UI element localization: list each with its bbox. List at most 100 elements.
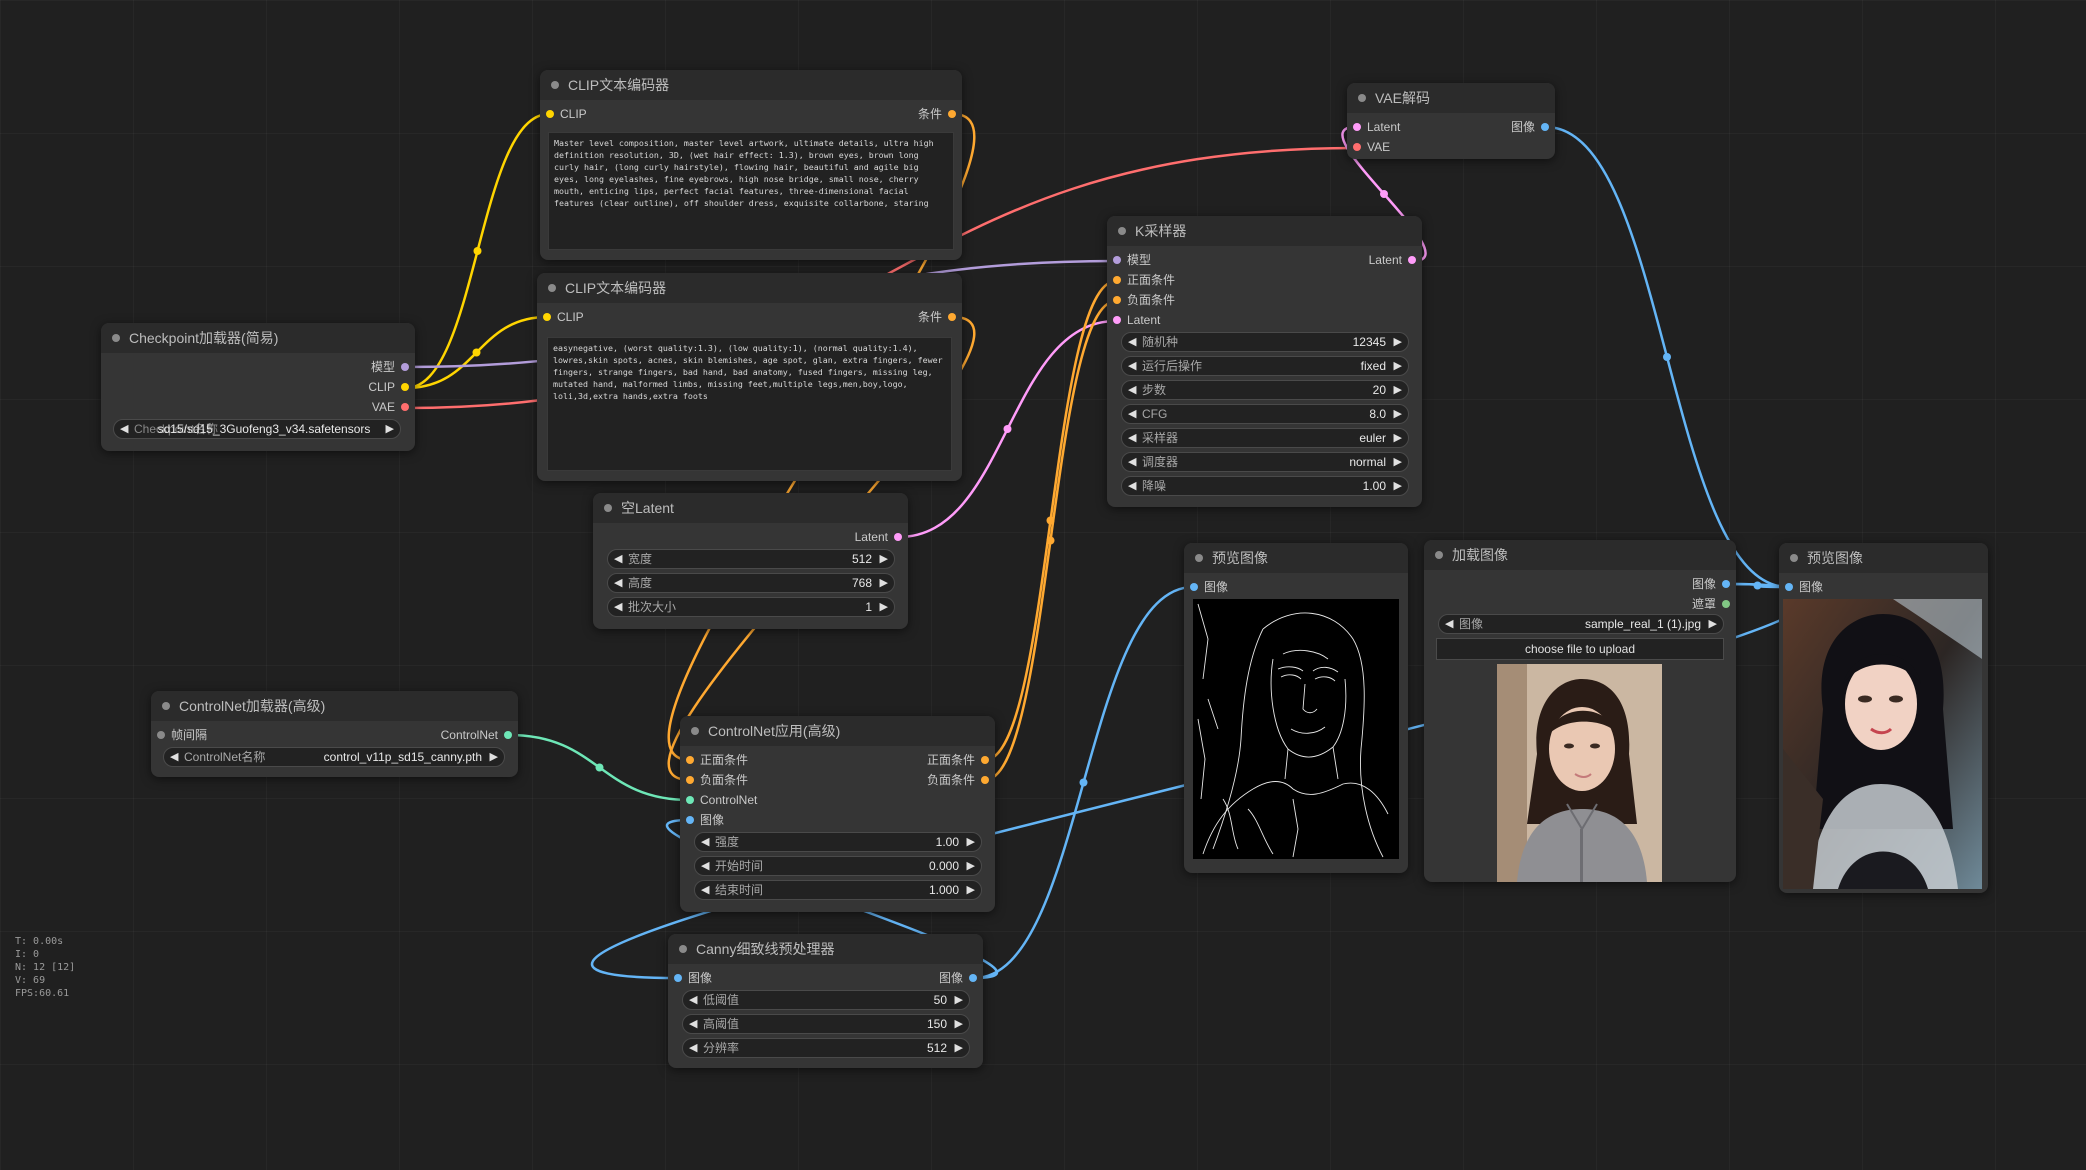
wire-ckpt-clip-to-clip-neg-midpoint[interactable] xyxy=(472,348,481,357)
controlnet-socket-icon[interactable] xyxy=(504,731,512,739)
wire-cnapply-neg-to-ksampler-midpoint[interactable] xyxy=(1046,536,1055,545)
arrow-right-icon[interactable]: ▶ xyxy=(1393,408,1402,420)
conditioning-socket-icon[interactable] xyxy=(1113,276,1121,284)
node-title-bar[interactable]: 加载图像 xyxy=(1424,540,1736,570)
input-model[interactable]: 模型 xyxy=(1113,252,1151,268)
input-negative[interactable]: 负面条件 xyxy=(686,772,748,788)
image-socket-icon[interactable] xyxy=(1541,123,1549,131)
clip-socket-icon[interactable] xyxy=(401,383,409,391)
input-positive[interactable]: 正面条件 xyxy=(686,752,748,768)
arrow-right-icon[interactable]: ▶ xyxy=(966,884,975,896)
controlnet-socket-icon[interactable] xyxy=(686,796,694,804)
arrow-left-icon[interactable]: ◀ xyxy=(1128,336,1137,348)
arrow-left-icon[interactable]: ◀ xyxy=(120,423,129,435)
controlnet-loader-node[interactable]: ControlNet加载器(高级) 帧间隔 ControlNet ◀Contro… xyxy=(151,691,518,777)
wire-vaedecode-to-preview2-midpoint[interactable] xyxy=(1663,353,1671,361)
output-image[interactable]: 图像 xyxy=(1692,576,1730,592)
collapse-dot-icon[interactable] xyxy=(679,945,687,953)
conditioning-socket-icon[interactable] xyxy=(981,756,989,764)
node-title-bar[interactable]: Canny细致线预处理器 xyxy=(668,934,983,964)
arrow-left-icon[interactable]: ◀ xyxy=(689,994,698,1006)
collapse-dot-icon[interactable] xyxy=(548,284,556,292)
model-socket-icon[interactable] xyxy=(401,363,409,371)
input-positive[interactable]: 正面条件 xyxy=(1113,272,1175,288)
input-clip[interactable]: CLIP xyxy=(543,309,584,325)
output-controlnet[interactable]: ControlNet xyxy=(441,727,512,743)
input-latent[interactable]: Latent xyxy=(1113,312,1160,328)
input-clip[interactable]: CLIP xyxy=(546,106,587,122)
node-title-bar[interactable]: 预览图像 xyxy=(1184,543,1408,573)
output-conditioning[interactable]: 条件 xyxy=(918,309,956,325)
node-title-bar[interactable]: ControlNet应用(高级) xyxy=(680,716,995,746)
node-title-bar[interactable]: Checkpoint加载器(简易) xyxy=(101,323,415,353)
output-image[interactable]: 图像 xyxy=(939,970,977,986)
conditioning-socket-icon[interactable] xyxy=(981,776,989,784)
ckpt-name-combo[interactable]: ◀ Checkpoint名称 sd15/sd15_3Guofeng3_v34.s… xyxy=(113,419,401,439)
node-title-bar[interactable]: 空Latent xyxy=(593,493,908,523)
vae-socket-icon[interactable] xyxy=(401,403,409,411)
arrow-right-icon[interactable]: ▶ xyxy=(1393,360,1402,372)
arrow-left-icon[interactable]: ◀ xyxy=(1128,480,1137,492)
latent-socket-icon[interactable] xyxy=(894,533,902,541)
arrow-left-icon[interactable]: ◀ xyxy=(1128,456,1137,468)
arrow-right-icon[interactable]: ▶ xyxy=(1393,384,1402,396)
arrow-left-icon[interactable]: ◀ xyxy=(1128,408,1137,420)
image-socket-icon[interactable] xyxy=(686,816,694,824)
input-timestep-keyframe[interactable]: 帧间隔 xyxy=(157,727,207,743)
conditioning-socket-icon[interactable] xyxy=(686,776,694,784)
collapse-dot-icon[interactable] xyxy=(1195,554,1203,562)
arrow-right-icon[interactable]: ▶ xyxy=(1393,456,1402,468)
output-image[interactable]: 图像 xyxy=(1511,119,1549,135)
input-latent[interactable]: Latent xyxy=(1353,119,1400,135)
wire-loadimage-to-preview2-midpoint[interactable] xyxy=(1753,581,1762,590)
wire-ksampler-latent-to-vaedecode-midpoint[interactable] xyxy=(1380,190,1388,198)
collapse-dot-icon[interactable] xyxy=(1358,94,1366,102)
mask-socket-icon[interactable] xyxy=(1722,600,1730,608)
clip-text-encode-positive-node[interactable]: CLIP文本编码器 CLIP 条件 Master level compositi… xyxy=(540,70,962,260)
arrow-left-icon[interactable]: ◀ xyxy=(689,1042,698,1054)
node-title-bar[interactable]: CLIP文本编码器 xyxy=(537,273,962,303)
arrow-left-icon[interactable]: ◀ xyxy=(614,577,623,589)
clip-text-encode-negative-node[interactable]: CLIP文本编码器 CLIP 条件 easynegative, (worst q… xyxy=(537,273,962,481)
collapse-dot-icon[interactable] xyxy=(1435,551,1443,559)
latent-socket-icon[interactable] xyxy=(1353,123,1361,131)
checkpoint-loader-node[interactable]: Checkpoint加载器(简易) 模型 CLIP VAE ◀ Checkpoi… xyxy=(101,323,415,451)
arrow-right-icon[interactable]: ▶ xyxy=(879,601,888,613)
collapse-dot-icon[interactable] xyxy=(162,702,170,710)
conditioning-socket-icon[interactable] xyxy=(948,110,956,118)
arrow-right-icon[interactable]: ▶ xyxy=(1393,432,1402,444)
conditioning-socket-icon[interactable] xyxy=(686,756,694,764)
output-positive[interactable]: 正面条件 xyxy=(927,752,989,768)
node-title-bar[interactable]: CLIP文本编码器 xyxy=(540,70,962,100)
vae-socket-icon[interactable] xyxy=(1353,143,1361,151)
output-latent[interactable]: Latent xyxy=(1369,252,1416,268)
output-vae[interactable]: VAE xyxy=(372,399,409,415)
arrow-left-icon[interactable]: ◀ xyxy=(701,860,710,872)
input-image[interactable]: 图像 xyxy=(686,812,724,828)
arrow-right-icon[interactable]: ▶ xyxy=(1393,480,1402,492)
arrow-left-icon[interactable]: ◀ xyxy=(614,553,623,565)
preview-image-node-output[interactable]: 预览图像 图像 xyxy=(1779,543,1988,893)
wire-ckpt-clip-to-clip-pos-midpoint[interactable] xyxy=(473,247,482,255)
wire-canny-to-preview1-midpoint[interactable] xyxy=(1079,778,1088,787)
